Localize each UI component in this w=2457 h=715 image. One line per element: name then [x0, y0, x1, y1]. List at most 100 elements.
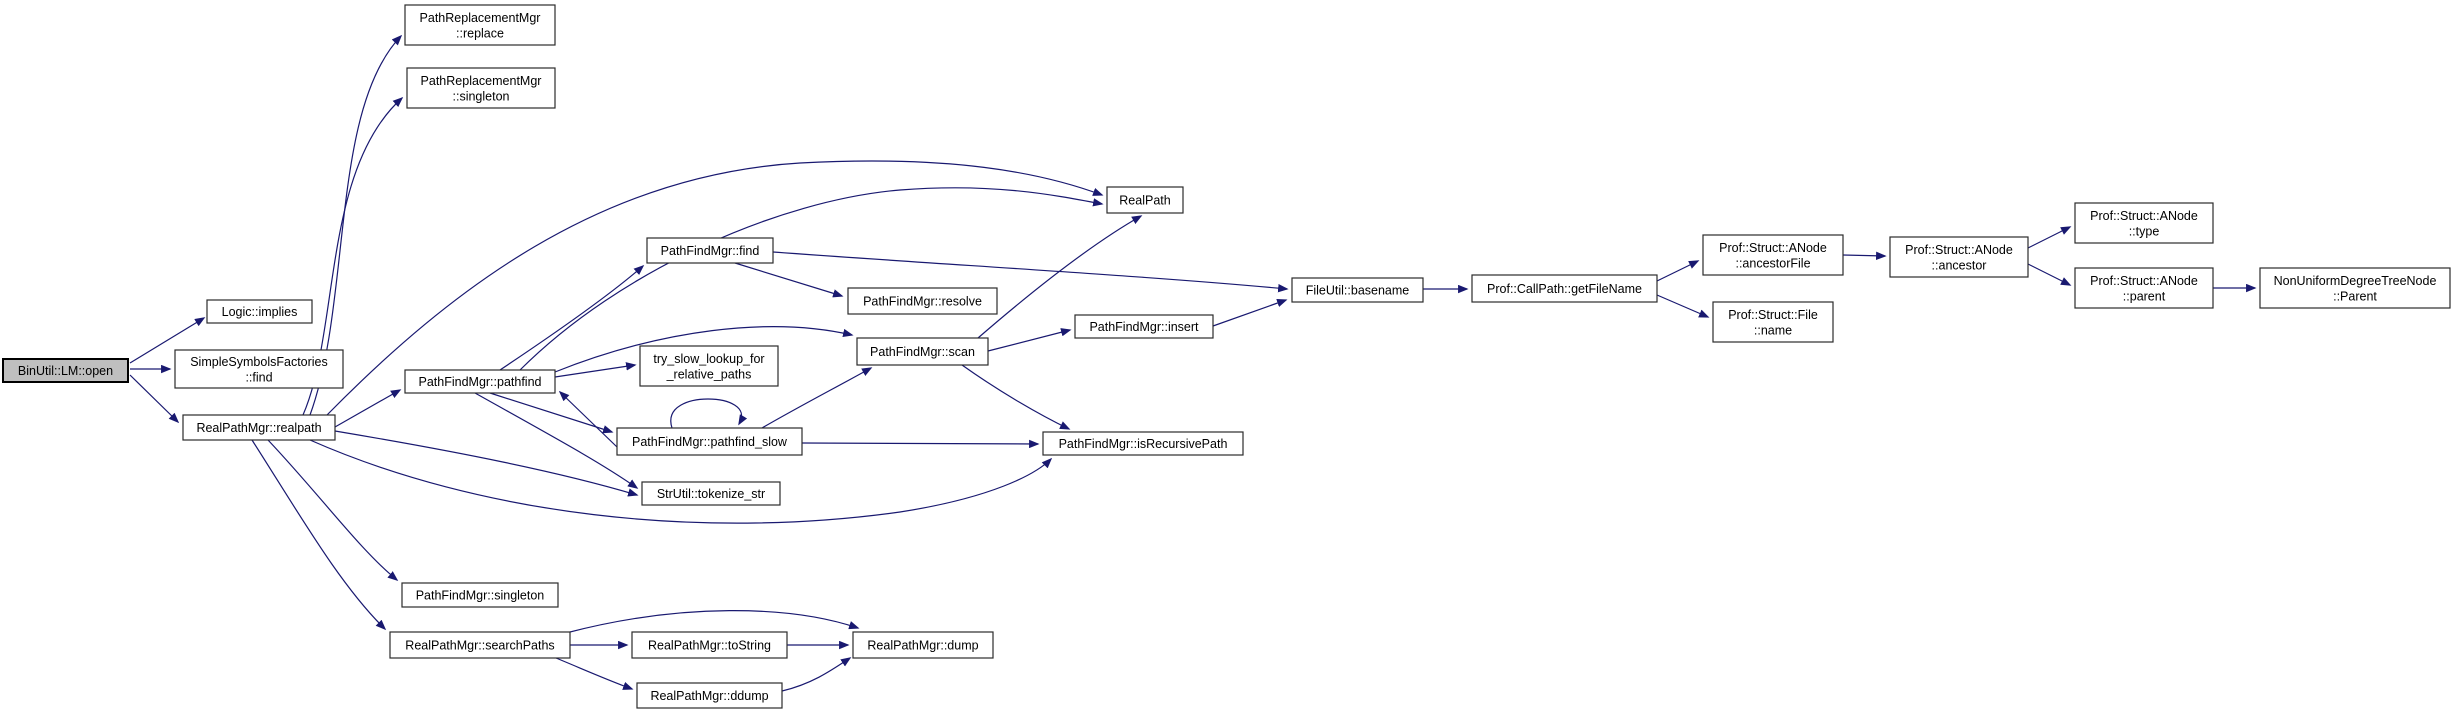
edge-pf_scan-to-pf_insert	[987, 328, 1072, 352]
node-label-basename: FileUtil::basename	[1306, 284, 1410, 298]
node-label-dump: RealPathMgr::dump	[867, 639, 978, 653]
node-getfilename[interactable]: Prof::CallPath::getFileName	[1471, 274, 1658, 303]
node-box-searchpaths	[389, 631, 571, 659]
node-label-pf_insert: PathFindMgr::insert	[1089, 320, 1199, 334]
node-box-dump	[852, 631, 994, 659]
edge-pathfind-to-pf_find	[499, 264, 645, 371]
node-box-tokenize	[641, 481, 781, 506]
edge-pathfind-to-realPath	[519, 187, 1104, 371]
node-box-ssf_find	[174, 349, 344, 389]
node-pathfind[interactable]: PathFindMgr::pathfind	[404, 369, 556, 394]
edge-realpath-to-realPath	[326, 160, 1104, 416]
node-label-ssf_find: SimpleSymbolsFactories::find	[190, 355, 328, 385]
node-label-ancestorfile: Prof::Struct::ANode::ancestorFile	[1719, 241, 1827, 271]
node-ssf_find[interactable]: SimpleSymbolsFactories::find	[174, 349, 344, 389]
node-box-ddump	[636, 682, 783, 709]
node-implies[interactable]: Logic::implies	[206, 299, 313, 324]
node-box-nudtn_parent	[2259, 267, 2451, 309]
node-box-pf_slow	[616, 427, 803, 456]
node-box-pr_singleton	[406, 67, 556, 109]
edge-searchpaths-to-dump	[565, 610, 860, 634]
node-label-nudtn_parent: NonUniformDegreeTreeNode::Parent	[2274, 274, 2437, 304]
node-box-pf_scan	[856, 337, 989, 366]
node-label-pf_resolve: PathFindMgr::resolve	[863, 295, 982, 309]
node-box-ancestorfile	[1702, 234, 1844, 276]
node-box-realpath	[182, 414, 336, 441]
edge-searchpaths-to-ddump	[555, 657, 634, 690]
node-ancestorfile[interactable]: Prof::Struct::ANode::ancestorFile	[1702, 234, 1844, 276]
node-label-realpath: RealPathMgr::realpath	[196, 421, 321, 435]
edge-pathfind-to-try_slow	[554, 362, 637, 378]
edge-pf_insert-to-basename	[1212, 299, 1288, 327]
node-ddump[interactable]: RealPathMgr::ddump	[636, 682, 783, 709]
node-try_slow[interactable]: try_slow_lookup_for_relative_paths	[639, 345, 779, 387]
node-label-pf_scan: PathFindMgr::scan	[870, 345, 975, 359]
node-anode_type[interactable]: Prof::Struct::ANode::type	[2074, 202, 2214, 244]
node-realPath[interactable]: RealPath	[1106, 186, 1184, 214]
node-file_name[interactable]: Prof::Struct::File::name	[1712, 301, 1834, 343]
edge-pf_scan-to-pf_isrec	[961, 364, 1071, 430]
node-box-pathfind	[404, 369, 556, 394]
edge-pf_find-to-pf_resolve	[734, 262, 844, 298]
node-box-pf_resolve	[847, 287, 998, 315]
node-box-pf_insert	[1074, 314, 1214, 339]
node-label-searchpaths: RealPathMgr::searchPaths	[405, 639, 554, 653]
edge-pf_find-to-basename	[772, 251, 1289, 293]
node-dump[interactable]: RealPathMgr::dump	[852, 631, 994, 659]
node-label-ddump: RealPathMgr::ddump	[650, 689, 768, 703]
edge-open-to-realpath	[129, 374, 180, 424]
node-label-pr_replace: PathReplacementMgr::replace	[420, 11, 541, 41]
edge-layer	[129, 34, 2257, 692]
node-basename[interactable]: FileUtil::basename	[1291, 277, 1424, 303]
edge-getfilename-to-ancestorfile	[1656, 260, 1700, 282]
node-anode_parent[interactable]: Prof::Struct::ANode::parent	[2074, 267, 2214, 309]
node-label-realPath: RealPath	[1119, 194, 1170, 208]
node-box-open	[2, 358, 129, 383]
node-box-pr_replace	[404, 4, 556, 46]
node-label-open: BinUtil::LM::open	[18, 364, 113, 378]
node-box-basename	[1291, 277, 1424, 303]
node-label-pf_isrec: PathFindMgr::isRecursivePath	[1059, 437, 1228, 451]
edge-getfilename-to-file_name	[1656, 294, 1710, 318]
node-box-ancestor	[1889, 236, 2029, 278]
edge-realpath-to-tokenize	[334, 430, 639, 497]
node-pf_isrec[interactable]: PathFindMgr::isRecursivePath	[1042, 431, 1244, 456]
edge-pathfind-to-pf_scan	[554, 326, 854, 373]
node-pf_scan[interactable]: PathFindMgr::scan	[856, 337, 989, 366]
node-pf_slow[interactable]: PathFindMgr::pathfind_slow	[616, 427, 803, 456]
node-pf_singleton[interactable]: PathFindMgr::singleton	[401, 582, 559, 608]
edge-open-to-implies	[129, 317, 206, 364]
node-pr_replace[interactable]: PathReplacementMgr::replace	[404, 4, 556, 46]
node-box-try_slow	[639, 345, 779, 387]
node-box-tostring	[631, 631, 788, 659]
node-open[interactable]: BinUtil::LM::open	[2, 358, 129, 383]
node-label-pr_singleton: PathReplacementMgr::singleton	[421, 74, 542, 104]
node-label-anode_parent: Prof::Struct::ANode::parent	[2090, 274, 2198, 304]
node-label-pf_singleton: PathFindMgr::singleton	[416, 589, 545, 603]
node-pf_find[interactable]: PathFindMgr::find	[646, 237, 774, 264]
node-realpath[interactable]: RealPathMgr::realpath	[182, 414, 336, 441]
node-ancestor[interactable]: Prof::Struct::ANode::ancestor	[1889, 236, 2029, 278]
node-box-pf_find	[646, 237, 774, 264]
edge-realpath-to-pf_isrec	[309, 439, 1053, 524]
edge-ancestorfile-to-ancestor	[1842, 251, 1887, 260]
node-searchpaths[interactable]: RealPathMgr::searchPaths	[389, 631, 571, 659]
edge-ddump-to-dump	[781, 657, 852, 692]
node-box-anode_type	[2074, 202, 2214, 244]
node-pr_singleton[interactable]: PathReplacementMgr::singleton	[406, 67, 556, 109]
node-label-getfilename: Prof::CallPath::getFileName	[1487, 282, 1642, 296]
node-box-file_name	[1712, 301, 1834, 343]
node-tokenize[interactable]: StrUtil::tokenize_str	[641, 481, 781, 506]
node-label-try_slow: try_slow_lookup_for_relative_paths	[653, 352, 764, 382]
node-nudtn_parent[interactable]: NonUniformDegreeTreeNode::Parent	[2259, 267, 2451, 309]
node-box-getfilename	[1471, 274, 1658, 303]
edge-ancestor-to-anode_parent	[2027, 263, 2072, 286]
node-box-implies	[206, 299, 313, 324]
node-box-pf_isrec	[1042, 431, 1244, 456]
node-pf_insert[interactable]: PathFindMgr::insert	[1074, 314, 1214, 339]
node-label-anode_type: Prof::Struct::ANode::type	[2090, 209, 2198, 239]
node-pf_resolve[interactable]: PathFindMgr::resolve	[847, 287, 998, 315]
node-tostring[interactable]: RealPathMgr::toString	[631, 631, 788, 659]
